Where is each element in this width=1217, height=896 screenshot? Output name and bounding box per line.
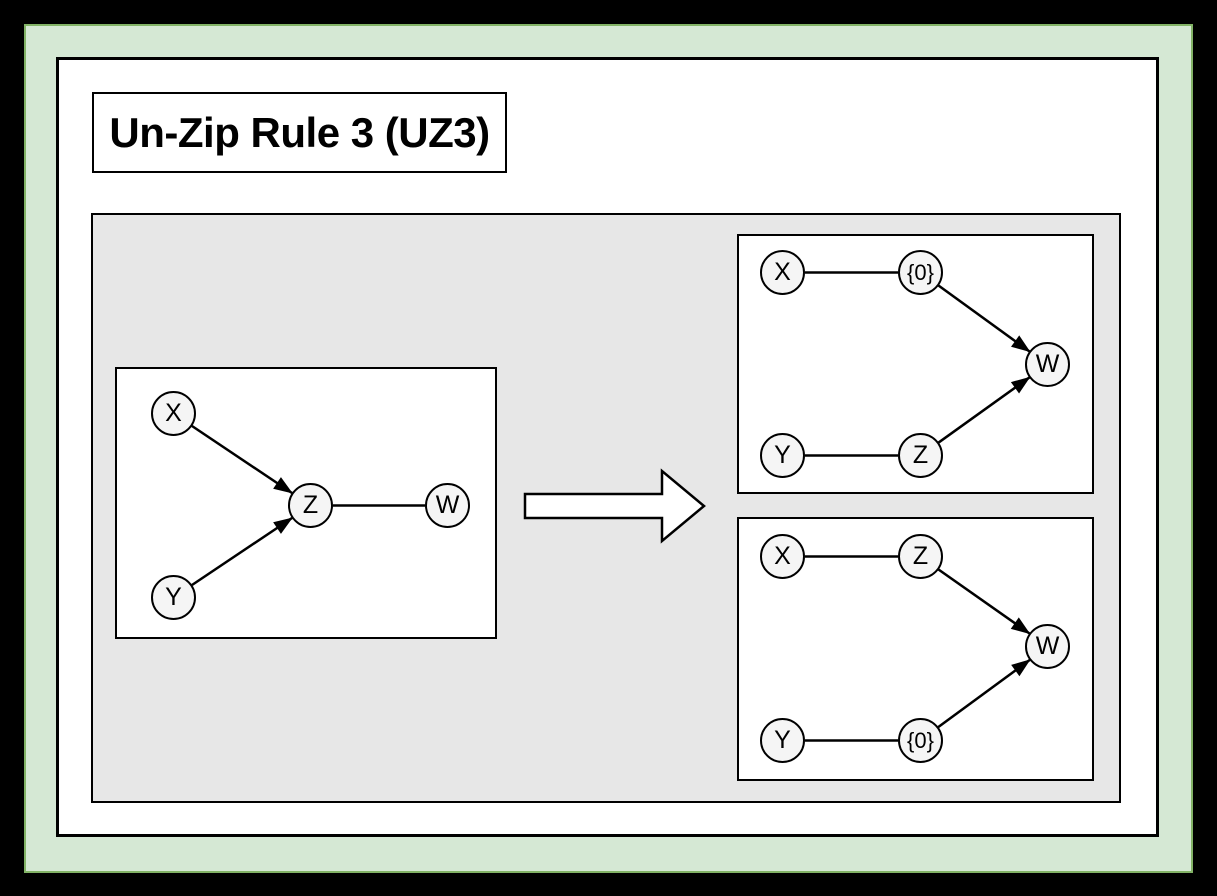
- source-graph-edges: [191, 424, 425, 587]
- transform-arrow-icon: [523, 468, 706, 544]
- node-x-label: X: [165, 399, 182, 427]
- node-w-label: W: [435, 491, 460, 519]
- node-x: X: [760, 250, 805, 295]
- node-zero-label: {0}: [907, 259, 934, 285]
- edge-x-to-z-arrow: [191, 424, 293, 495]
- node-y-label: Y: [165, 583, 182, 611]
- edge-y-to-z-arrow: [191, 516, 293, 587]
- node-w: W: [425, 483, 470, 528]
- node-z: Z: [898, 433, 943, 478]
- node-y: Y: [760, 718, 805, 763]
- node-y: Y: [151, 575, 196, 620]
- node-z: Z: [288, 483, 333, 528]
- title-box: Un-Zip Rule 3 (UZ3): [92, 92, 507, 173]
- node-z-label: Z: [912, 542, 929, 570]
- node-x: X: [760, 534, 805, 579]
- node-y-label: Y: [774, 441, 791, 469]
- node-z-label: Z: [912, 441, 929, 469]
- diagram-canvas: Un-Zip Rule 3 (UZ3) X Y Z W: [56, 57, 1159, 837]
- node-w-label: W: [1035, 350, 1060, 378]
- edge-zero-to-w-arrow: [937, 284, 1031, 353]
- node-x-label: X: [774, 258, 791, 286]
- node-z-label: Z: [302, 491, 319, 519]
- node-y-label: Y: [774, 726, 791, 754]
- result-top-graph-edges: [805, 271, 1031, 457]
- node-zero: {0}: [898, 250, 943, 295]
- node-x: X: [151, 391, 196, 436]
- result-bottom-graph-box: X Z W Y {0}: [737, 517, 1094, 781]
- node-w: W: [1025, 624, 1070, 669]
- rule-panel: X Y Z W: [91, 213, 1121, 803]
- edge-z-to-w-arrow: [937, 568, 1031, 635]
- node-zero-label: {0}: [907, 727, 934, 753]
- node-w-label: W: [1035, 632, 1060, 660]
- node-zero: {0}: [898, 718, 943, 763]
- result-bottom-graph-edges: [805, 555, 1031, 742]
- node-z: Z: [898, 534, 943, 579]
- page-title: Un-Zip Rule 3 (UZ3): [109, 108, 490, 156]
- source-graph-box: X Y Z W: [115, 367, 497, 639]
- node-w: W: [1025, 342, 1070, 387]
- result-top-graph-box: X {0} W Y Z: [737, 234, 1094, 494]
- edge-z-to-w-arrow: [937, 376, 1031, 444]
- edge-zero-to-w-arrow: [937, 658, 1031, 729]
- node-y: Y: [760, 433, 805, 478]
- node-x-label: X: [774, 542, 791, 570]
